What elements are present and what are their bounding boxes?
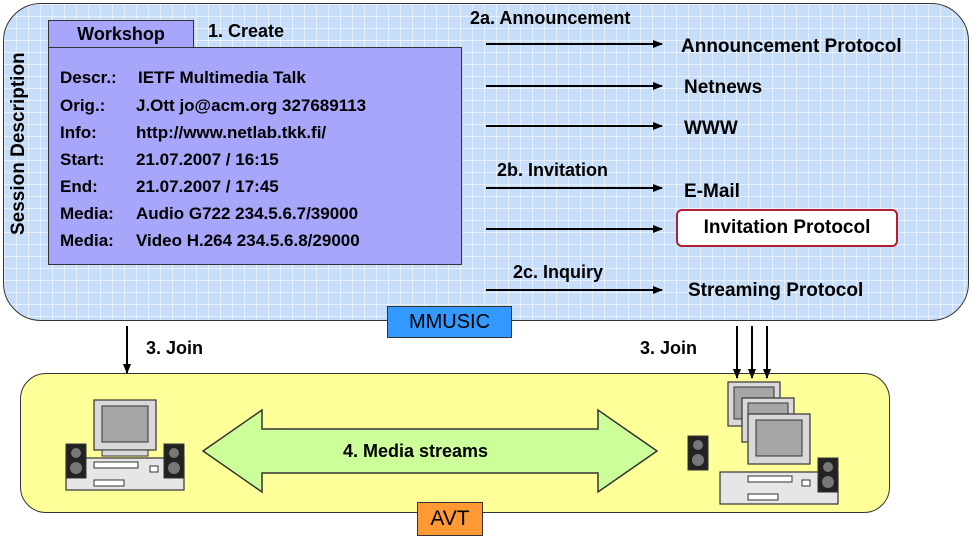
sdp-key: Media: xyxy=(60,204,114,223)
inquiry-step-label: 2c. Inquiry xyxy=(513,262,604,282)
join-left-label: 3. Join xyxy=(146,338,204,358)
netnews-label: Netnews xyxy=(684,77,763,98)
join-arrows xyxy=(123,326,771,379)
sdp-key: Info: xyxy=(60,123,97,142)
sdp-value: Audio G722 234.5.6.7/39000 xyxy=(136,204,359,223)
sdp-key: Start: xyxy=(60,150,105,169)
invitation-protocol-box: Invitation Protocol xyxy=(676,209,898,247)
email-label: E-Mail xyxy=(684,181,740,202)
workshop-sdp-box xyxy=(48,47,462,265)
sdp-value: http://www.netlab.tkk.fi/ xyxy=(136,123,327,142)
sdp-key: End: xyxy=(60,177,98,196)
distribution-arrows xyxy=(486,40,663,294)
computer-icon xyxy=(65,399,185,491)
create-step-label: 1. Create xyxy=(208,21,285,41)
sdp-key: Descr.: xyxy=(60,68,117,87)
invitation-step-label: 2b. Invitation xyxy=(497,160,609,180)
avt-tag: AVT xyxy=(417,502,483,536)
media-streams-arrow xyxy=(201,408,659,494)
announcement-step-label: 2a. Announcement xyxy=(470,8,631,28)
mmusic-tag: MMUSIC xyxy=(387,306,512,338)
sdp-key: Orig.: xyxy=(60,96,106,115)
sdp-value: IETF Multimedia Talk xyxy=(138,68,306,87)
streaming-protocol-label: Streaming Protocol xyxy=(688,280,864,301)
sdp-key: Media: xyxy=(60,231,114,250)
sdp-value: 21.07.2007 / 17:45 xyxy=(136,177,279,196)
computer-group-icon xyxy=(687,381,839,505)
media-streams-label: 4. Media streams xyxy=(343,441,489,461)
sdp-value: 21.07.2007 / 16:15 xyxy=(136,150,279,169)
sdp-value: Video H.264 234.5.6.8/29000 xyxy=(136,231,360,250)
announcement-protocol-label: Announcement Protocol xyxy=(681,36,902,57)
www-label: WWW xyxy=(684,118,738,139)
join-right-label: 3. Join xyxy=(640,338,698,358)
sdp-value: J.Ott jo@acm.org 327689113 xyxy=(136,96,367,115)
